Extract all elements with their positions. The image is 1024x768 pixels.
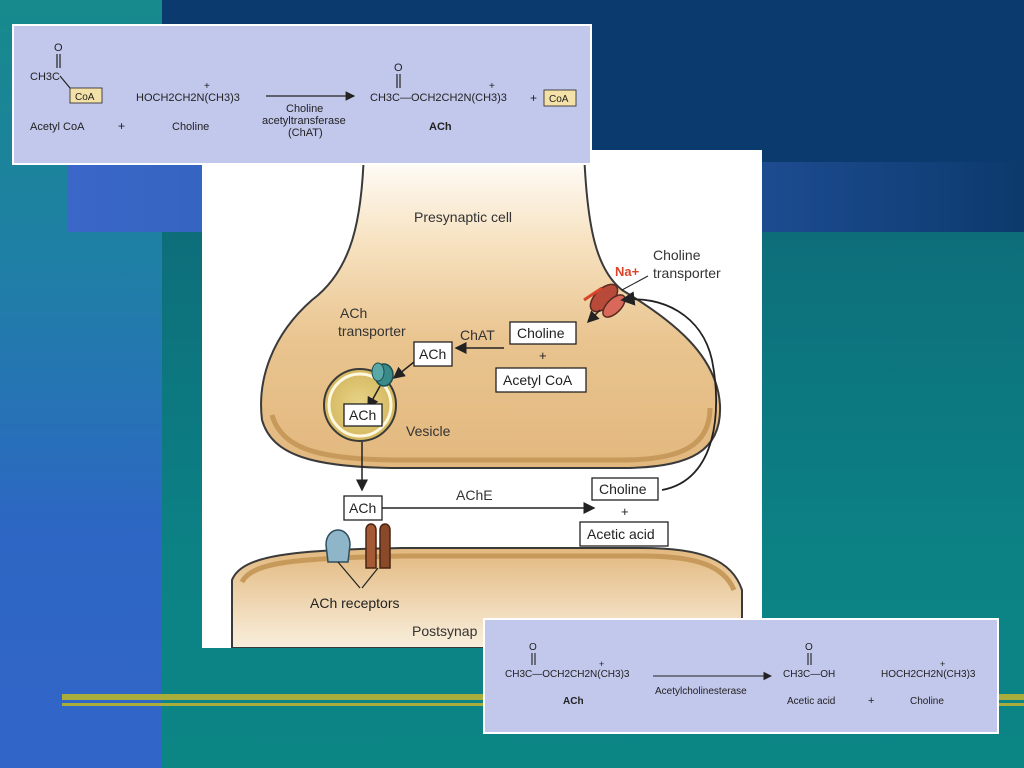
bottom-reaction-panel: O + CH3C—OCH2CH2N(CH3)3 Acetylcholineste… <box>483 618 999 734</box>
ach-transporter-label-1: ACh <box>340 305 367 321</box>
enzyme-line2: acetyltransferase <box>262 115 346 127</box>
choline-cleft-box-frame <box>591 477 659 501</box>
bottom-enzyme: Acetylcholinesterase <box>655 686 747 697</box>
acetyl-coa-bond <box>59 75 71 89</box>
ach-receptor-icon-1 <box>325 529 351 563</box>
acetyl-coa-box-frame <box>495 367 587 393</box>
ach-transporter-label-2: transporter <box>338 323 406 339</box>
ach-cytosol-box-frame <box>413 341 453 367</box>
bottom-reaction-svg: O + CH3C—OCH2CH2N(CH3)3 Acetylcholineste… <box>505 642 976 707</box>
bottom-choline-charge: + <box>940 659 945 669</box>
acetyl-coa-coa: CoA <box>75 92 95 103</box>
arrow-choline-uptake <box>586 309 601 324</box>
chat-label: ChAT <box>460 327 495 343</box>
acetyl-coa-coa-box <box>69 87 103 104</box>
ach-cytosol-box-label: ACh <box>419 346 446 362</box>
postsynaptic-label: Postsynap <box>412 623 478 639</box>
choline-charge: + <box>204 81 210 92</box>
choline-formula: HOCH2CH2N(CH3)3 <box>136 92 240 104</box>
ach-vesicle-box-frame <box>343 403 383 427</box>
acetic-carbonyl: O <box>805 642 813 653</box>
bottom-ach-carbonyl: O <box>529 642 537 653</box>
bottom-choline-formula: HOCH2CH2N(CH3)3 <box>881 669 976 680</box>
arrow-into-vesicle <box>392 361 415 379</box>
bottom-ach-charge: + <box>599 659 604 669</box>
synapse-svg: Presynaptic cell Na+ Choline transporter… <box>231 149 743 649</box>
coa-product-box <box>543 89 577 107</box>
label-ach: ACh <box>429 121 452 133</box>
receptor-pointer-1 <box>337 561 361 589</box>
choline-box-label: Choline <box>517 325 565 341</box>
bottom-ach-formula: CH3C—OCH2CH2N(CH3)3 <box>505 669 630 680</box>
presynaptic-inner-membrane <box>269 407 713 463</box>
ach-cleft-box-label: ACh <box>349 500 376 516</box>
enzyme-line3: (ChAT) <box>288 127 323 139</box>
label-choline: Choline <box>172 121 209 133</box>
plus-2: + <box>530 91 537 105</box>
label-acetyl-coa: Acetyl CoA <box>30 121 85 133</box>
plus-cleft: + <box>621 504 629 519</box>
ach-carbonyl: O <box>394 62 403 74</box>
ach-charge: + <box>489 81 495 92</box>
coa-product: CoA <box>549 94 569 105</box>
ache-label: AChE <box>456 487 493 503</box>
acetyl-coa-box-label: Acetyl CoA <box>503 372 573 388</box>
presynaptic-label: Presynaptic cell <box>414 209 512 225</box>
ach-formula: CH3C—OCH2CH2N(CH3)3 <box>370 92 507 104</box>
enzyme-line1: Choline <box>286 103 323 115</box>
vesicle-inner-ring <box>327 372 393 438</box>
acetic-formula: CH3C—OH <box>783 669 835 680</box>
vesicle-label: Vesicle <box>406 423 451 439</box>
top-reaction-svg: O CH3C CoA + HOCH2CH2N(CH3)3 Choline ace… <box>30 42 577 139</box>
receptors-label: ACh receptors <box>310 595 399 611</box>
ach-vesicle-box-label: ACh <box>349 407 376 423</box>
arrow-choline-recycle <box>620 291 717 491</box>
top-reaction-panel: O CH3C CoA + HOCH2CH2N(CH3)3 Choline ace… <box>12 24 592 165</box>
na-label: Na+ <box>615 264 640 279</box>
ach-transporter-icon-2 <box>371 362 385 382</box>
ach-receptor-icon-2 <box>365 523 391 569</box>
synapse-diagram: Presynaptic cell Na+ Choline transporter… <box>202 149 762 649</box>
plus-1: + <box>118 119 125 133</box>
bottom-label-choline: Choline <box>910 696 944 707</box>
bottom-label-acetic-acid: Acetic acid <box>787 696 835 707</box>
choline-transporter-icon <box>583 283 626 318</box>
choline-cleft-box-label: Choline <box>599 481 647 497</box>
acetic-acid-box-frame <box>579 521 669 547</box>
bottom-plus: + <box>868 695 874 707</box>
choline-box-frame <box>509 321 577 345</box>
plus-inner: + <box>539 348 547 363</box>
acetyl-coa-carbonyl: O <box>54 42 63 54</box>
acetyl-coa-ch3c: CH3C <box>30 71 60 83</box>
choline-transporter-label-2: transporter <box>653 265 721 281</box>
postsynaptic-membrane <box>239 553 737 592</box>
choline-transporter-pointer <box>621 275 649 291</box>
acetic-acid-box-label: Acetic acid <box>587 526 655 542</box>
receptor-pointer-2 <box>361 567 379 589</box>
choline-transporter-label-1: Choline <box>653 247 701 263</box>
bottom-label-ach: ACh <box>563 696 584 707</box>
ach-cleft-box-frame <box>343 495 383 521</box>
